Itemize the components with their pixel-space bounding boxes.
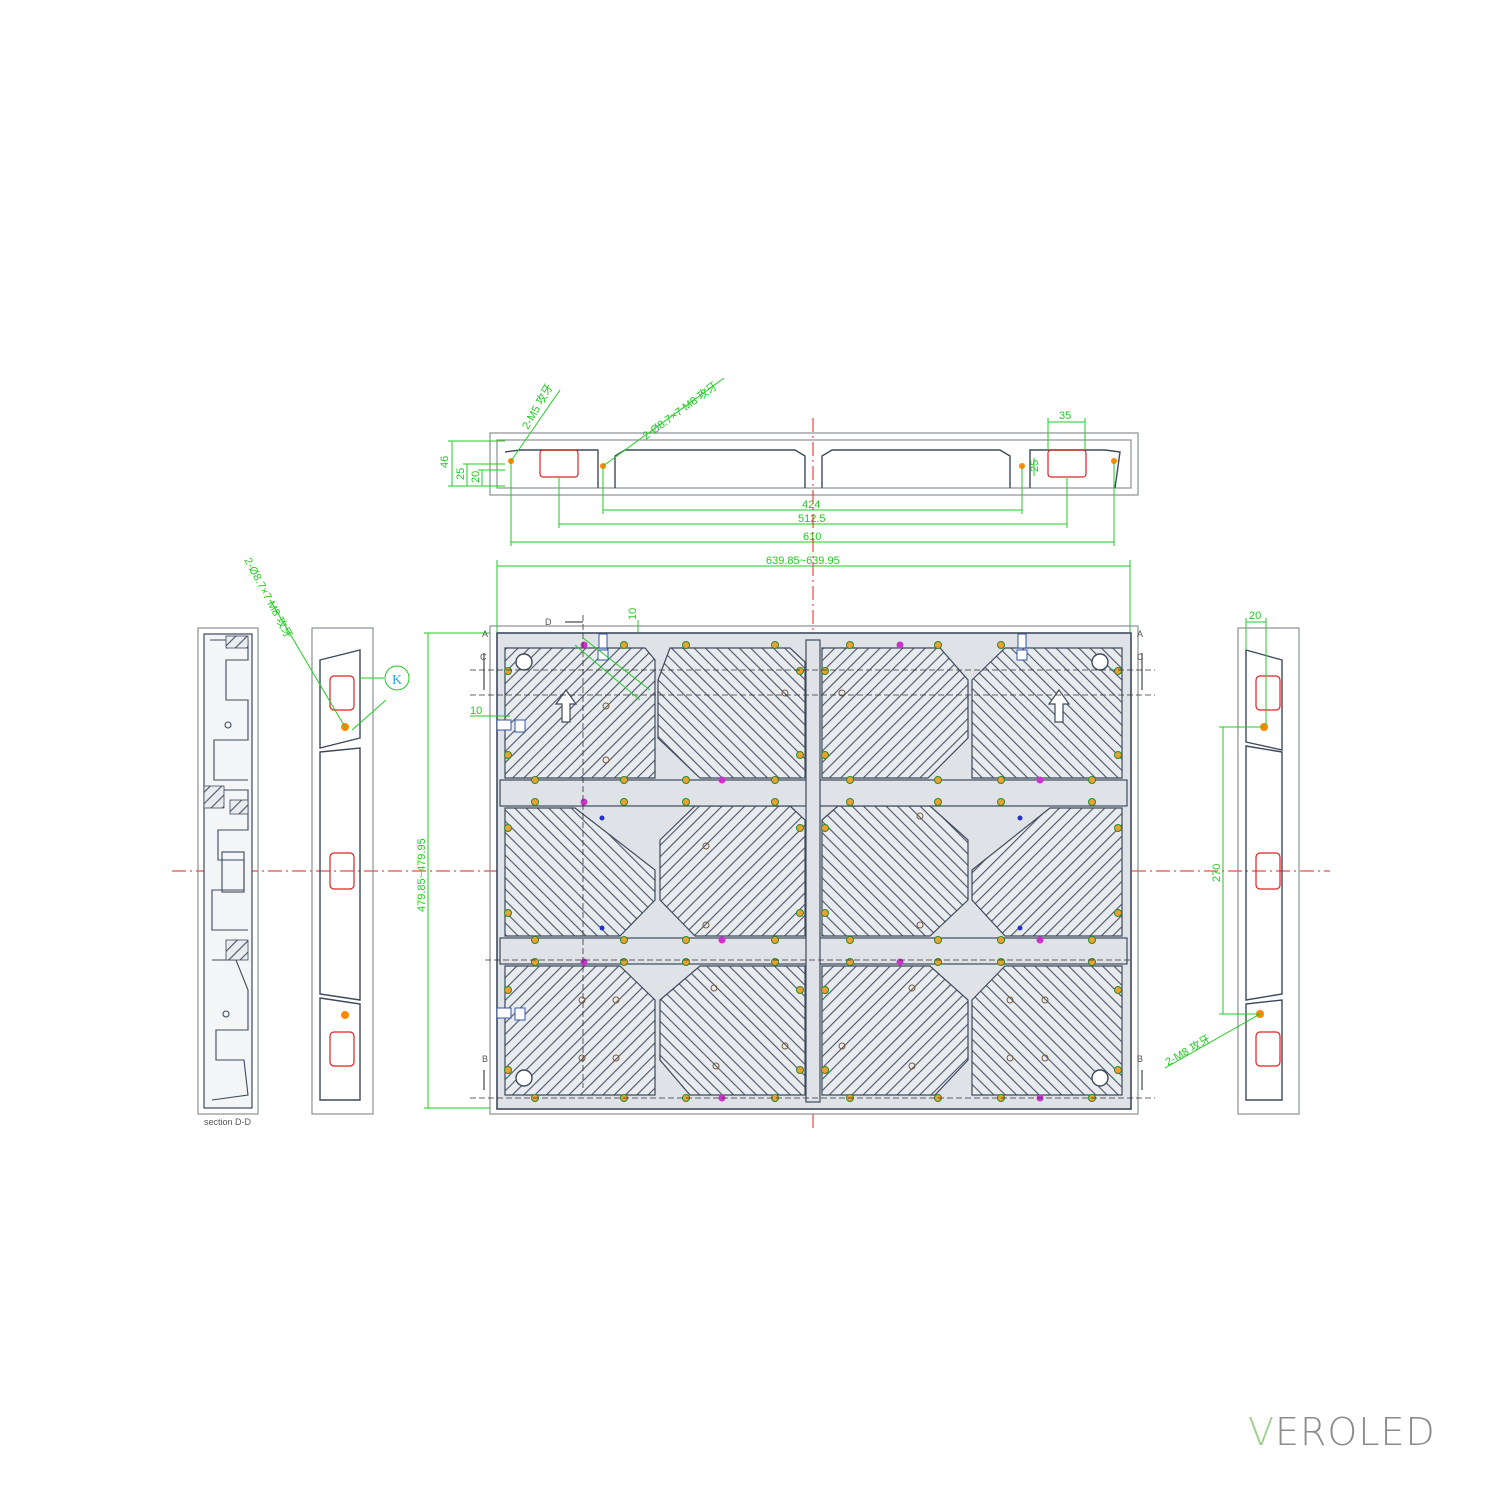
dim-25: 25 <box>455 468 467 480</box>
dim-20: 20 <box>470 471 482 483</box>
dim-20-right: 20 <box>1249 610 1261 622</box>
section-b-left: B <box>482 1054 488 1064</box>
logo-v: V <box>1248 1410 1275 1454</box>
front-view: 639.85~639.95 479.85~479.95 <box>416 555 1155 1115</box>
section-a-left: A <box>482 629 488 639</box>
dim-width: 639.85~639.95 <box>766 555 840 567</box>
left-side-view: K 2-Ø8.7×7 M8 攻牙 <box>241 555 410 1115</box>
section-d: D <box>545 617 552 627</box>
section-view-d-d: section D-D <box>197 627 259 1127</box>
section-caption: section D-D <box>204 1117 252 1127</box>
dim-424: 424 <box>802 499 820 511</box>
detail-k-label: K <box>392 673 402 688</box>
section-a-right: A <box>1137 629 1143 639</box>
dim-46: 46 <box>439 456 451 468</box>
dim-35: 35 <box>1059 410 1071 422</box>
dim-270: 270 <box>1211 864 1223 882</box>
section-c-left: C <box>480 652 487 662</box>
callout-m8: 2-M8 攻牙 <box>1163 1031 1213 1068</box>
section-b-right: B <box>1137 1054 1143 1064</box>
dim-25b: 25 <box>1029 460 1041 472</box>
dim-10-left: 10 <box>470 705 482 717</box>
veroled-logo: VEROLED <box>1248 1410 1436 1454</box>
logo-rest: EROLED <box>1275 1410 1436 1454</box>
section-c-right: C <box>1137 652 1144 662</box>
dim-610: 610 <box>803 531 821 543</box>
right-side-view: 20 270 2-M8 攻牙 <box>1163 610 1300 1115</box>
dim-10-top: 10 <box>627 608 639 620</box>
top-view: 46 25 20 35 25 424 512.5 610 2-M5 攻牙 2-Ø… <box>439 377 1139 546</box>
dim-512-5: 512.5 <box>798 513 826 525</box>
dim-height: 479.85~479.95 <box>416 838 428 912</box>
